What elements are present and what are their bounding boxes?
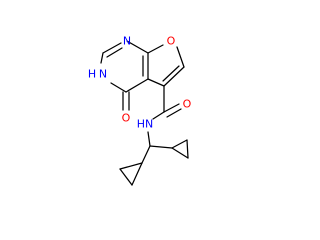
atom-label-n-pyrimidine: N (123, 35, 131, 48)
bond (110, 82, 127, 93)
bond (100, 52, 104, 64)
bond (163, 66, 185, 87)
bond (126, 40, 149, 54)
molecule-structure-diagram: N O N H O O HN (88, 35, 192, 186)
bond (147, 131, 151, 147)
bond (176, 46, 185, 68)
bond (147, 44, 164, 54)
bond (119, 162, 143, 170)
atom-label-nh-amide: HN (137, 118, 154, 131)
atom-labels: N O N H O O HN (88, 35, 192, 131)
atom-label-h-lactam: H (88, 68, 96, 81)
bond-lines (100, 40, 189, 186)
atom-label-o-keto: O (122, 112, 131, 125)
bond (131, 162, 143, 186)
bond (149, 145, 173, 149)
bond (171, 147, 189, 159)
bond (106, 47, 123, 58)
bond (102, 42, 122, 54)
atom-label-o-furan: O (167, 35, 176, 48)
atom-label-o-amide: O (183, 98, 192, 111)
bond (162, 65, 180, 82)
bond (163, 103, 180, 113)
bond (141, 145, 151, 164)
bond (147, 78, 165, 87)
bond (125, 78, 149, 93)
bond (152, 111, 165, 120)
bond (166, 108, 182, 118)
atom-label-n-lactam: N (99, 68, 107, 81)
bond (171, 139, 188, 149)
bond (186, 139, 189, 159)
bond (119, 168, 133, 186)
